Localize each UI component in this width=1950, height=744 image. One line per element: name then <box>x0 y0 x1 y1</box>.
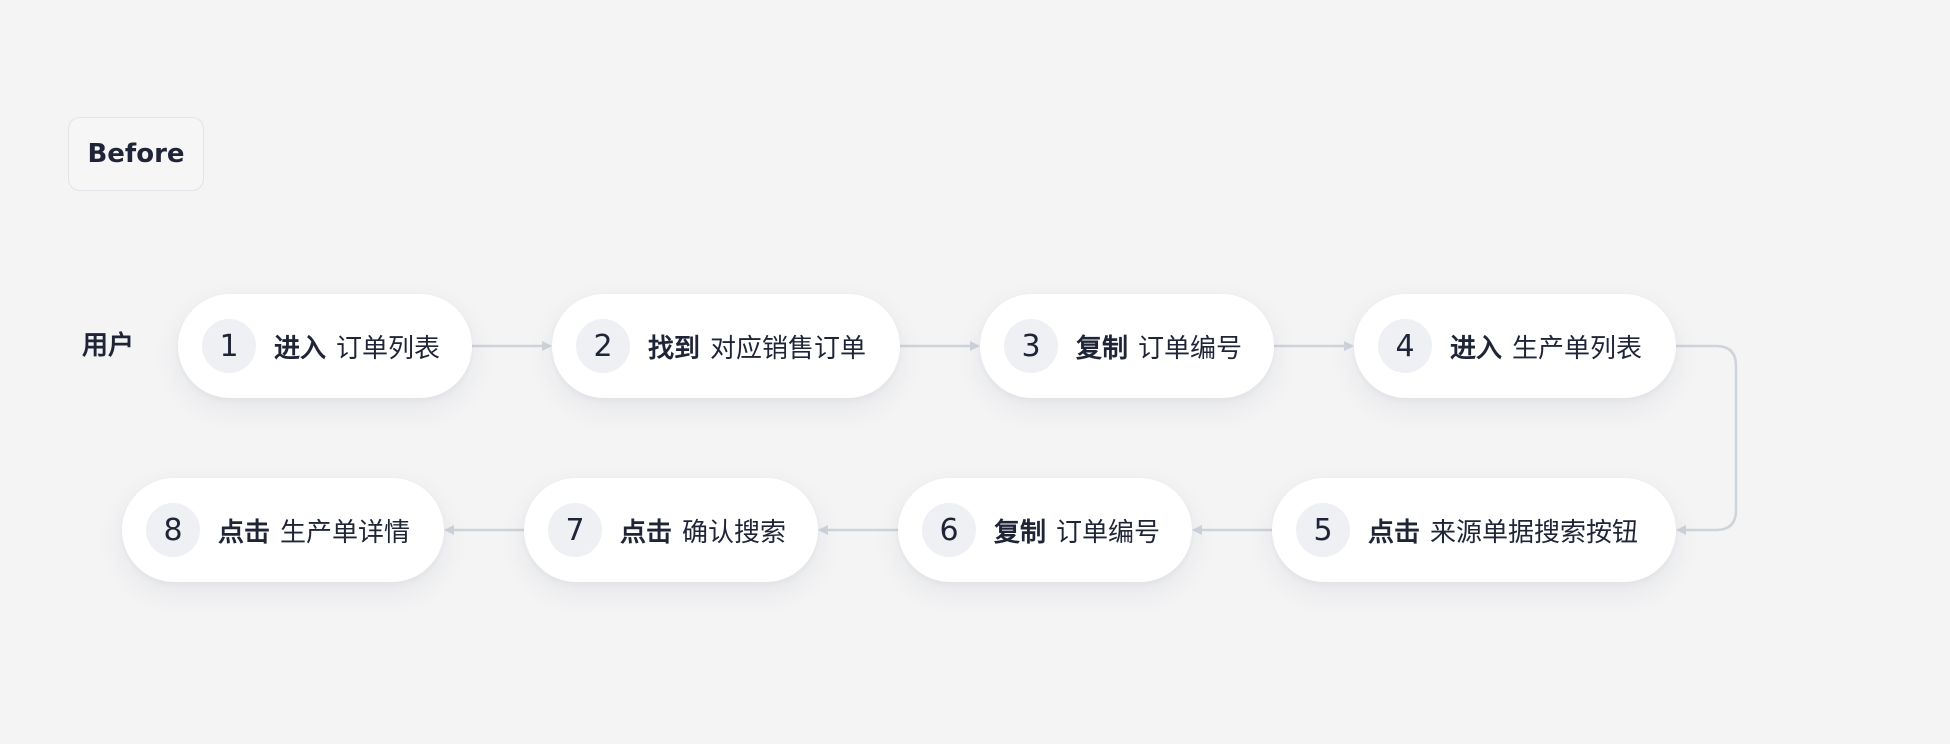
step-number: 6 <box>922 503 976 557</box>
step-object: 订单列表 <box>336 333 441 364</box>
step-7-node: 7 点击 确认搜索 <box>524 478 818 582</box>
step-4-node: 4 进入 生产单列表 <box>1354 294 1676 398</box>
step-2-node: 2 找到 对应销售订单 <box>552 294 900 398</box>
connector-4-5 <box>1676 344 1738 535</box>
before-badge: Before <box>68 117 204 191</box>
step-number: 2 <box>576 319 630 373</box>
step-object: 订单编号 <box>1056 517 1161 548</box>
step-action: 找到 <box>648 333 701 364</box>
lane-label-user: 用户 <box>82 331 135 361</box>
step-action: 点击 <box>1368 517 1421 548</box>
step-action: 进入 <box>274 333 327 364</box>
step-5-node: 5 点击 来源单据搜索按钮 <box>1272 478 1676 582</box>
step-action: 点击 <box>620 517 673 548</box>
step-3-node: 3 复制 订单编号 <box>980 294 1274 398</box>
step-action: 复制 <box>994 517 1047 548</box>
step-number: 3 <box>1004 319 1058 373</box>
step-action: 进入 <box>1450 333 1503 364</box>
step-object: 对应销售订单 <box>710 333 867 364</box>
step-number: 4 <box>1378 319 1432 373</box>
step-object: 来源单据搜索按钮 <box>1430 517 1639 548</box>
step-number: 5 <box>1296 503 1350 557</box>
step-number: 8 <box>146 503 200 557</box>
step-object: 生产单详情 <box>280 517 411 548</box>
step-number: 1 <box>202 319 256 373</box>
step-object: 确认搜索 <box>682 517 787 548</box>
step-6-node: 6 复制 订单编号 <box>898 478 1192 582</box>
step-1-node: 1 进入 订单列表 <box>178 294 472 398</box>
step-action: 点击 <box>218 517 271 548</box>
step-object: 生产单列表 <box>1512 333 1643 364</box>
step-8-node: 8 点击 生产单详情 <box>122 478 444 582</box>
step-number: 7 <box>548 503 602 557</box>
step-object: 订单编号 <box>1138 333 1243 364</box>
step-action: 复制 <box>1076 333 1129 364</box>
